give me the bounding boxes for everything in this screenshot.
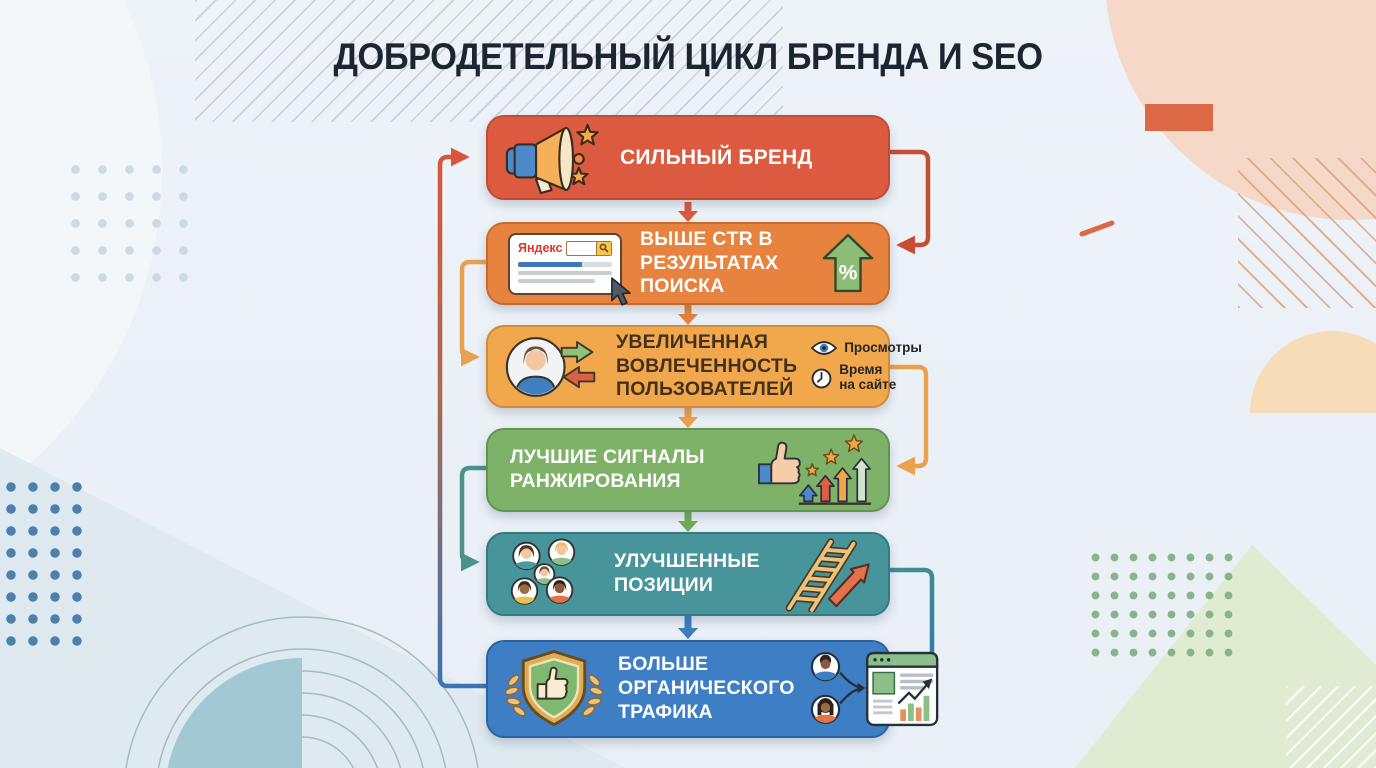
serp-text-line [518, 278, 596, 283]
serp-card: Яндекс [508, 232, 631, 306]
clock-icon [811, 368, 832, 388]
step-box-user-engagement: УВЕЛИЧЕННАЯ ВОВЛЕЧЕННОСТЬ ПОЛЬЗОВАТЕЛЕЙ … [486, 325, 922, 408]
serp-text-line [518, 270, 612, 275]
corner-blob [0, 0, 162, 488]
megaphone-stars-icon [504, 121, 606, 195]
step-label: ЛУЧШИЕ СИГНАЛЫ РАНЖИРОВАНИЯ [510, 446, 705, 492]
thumbs-up-stars-growth-icon [756, 432, 874, 508]
peach-dome [1250, 331, 1376, 413]
loop-arrow-1-to-2 [890, 149, 931, 255]
orange-rectangle [1145, 104, 1213, 131]
eye-icon [811, 341, 838, 356]
user-exchange-arrows-icon [504, 333, 602, 401]
users-to-site-chart-icon [809, 645, 941, 733]
loop-arrow-4-to-5 [459, 465, 486, 572]
step-box-higher-ctr: Яндекс [486, 222, 890, 306]
diagonal-stripes-white [1286, 686, 1376, 768]
serp-search-button [596, 241, 611, 255]
serp-result-line [518, 261, 612, 267]
diagonal-stripes-orange [1238, 158, 1376, 308]
peach-circle [1106, 0, 1376, 220]
magnifier-icon [599, 243, 609, 253]
step-box-strong-brand: СИЛЬНЫЙ БРЕНД [486, 115, 890, 200]
serp-brand-logo: Яндекс [518, 240, 563, 255]
metric-label: Время на сайте [839, 362, 897, 392]
dot-grid-right [1086, 548, 1242, 666]
dot-grid-top-left [62, 156, 202, 288]
green-polygon [1075, 545, 1376, 768]
ladder-up-arrow-icon [774, 536, 880, 612]
step-label: БОЛЬШЕ ОРГАНИЧЕСКОГО ТРАФИКА [618, 653, 795, 723]
orange-dash [1079, 220, 1115, 237]
metric-time-on-site: Время на сайте [811, 363, 929, 392]
step-box-organic-traffic: БОЛЬШЕ ОРГАНИЧЕСКОГО ТРАФИКА [486, 640, 938, 738]
cursor-icon [611, 276, 631, 306]
step-label: ВЫШЕ CTR В РЕЗУЛЬТАТАХ ПОИСКА [640, 227, 779, 298]
step-box-ranking-signals: ЛУЧШИЕ СИГНАЛЫ РАНЖИРОВАНИЯ [486, 428, 890, 512]
down-arrow-1-2 [678, 202, 698, 222]
loop-arrow-6-to-1 [437, 147, 486, 689]
step-label: УВЕЛИЧЕННАЯ ВОВЛЕЧЕННОСТЬ ПОЛЬЗОВАТЕЛЕЙ [616, 330, 798, 401]
yandex-serp-click-icon: Яндекс [504, 232, 631, 306]
down-arrow-5-6 [678, 616, 698, 639]
step-box-improved-positions: УЛУЧШЕННЫЕ ПОЗИЦИИ [486, 532, 890, 616]
percent-up-arrow-icon: % [822, 233, 874, 295]
step-label: УЛУЧШЕННЫЕ ПОЗИЦИИ [614, 550, 760, 596]
dot-grid-left [0, 476, 86, 646]
loop-arrow-2-to-3 [459, 259, 486, 367]
concentric-arcs [125, 616, 479, 768]
down-arrow-2-3 [678, 305, 698, 325]
audience-group-icon [504, 538, 600, 610]
percent-symbol: % [839, 261, 858, 284]
down-arrow-4-5 [678, 512, 698, 532]
engagement-metrics: Просмотры Время на сайте [811, 340, 929, 392]
metric-views: Просмотры [811, 340, 929, 356]
serp-search-input [566, 240, 612, 256]
down-arrow-3-4 [678, 408, 698, 428]
step-label: СИЛЬНЫЙ БРЕНД [620, 145, 813, 169]
trust-shield-icon [504, 647, 604, 731]
teal-half-circle [167, 658, 302, 768]
page-title: ДОБРОДЕТЕЛЬНЫЙ ЦИКЛ БРЕНДА И SEO [333, 36, 1043, 77]
metric-label: Просмотры [844, 340, 922, 356]
